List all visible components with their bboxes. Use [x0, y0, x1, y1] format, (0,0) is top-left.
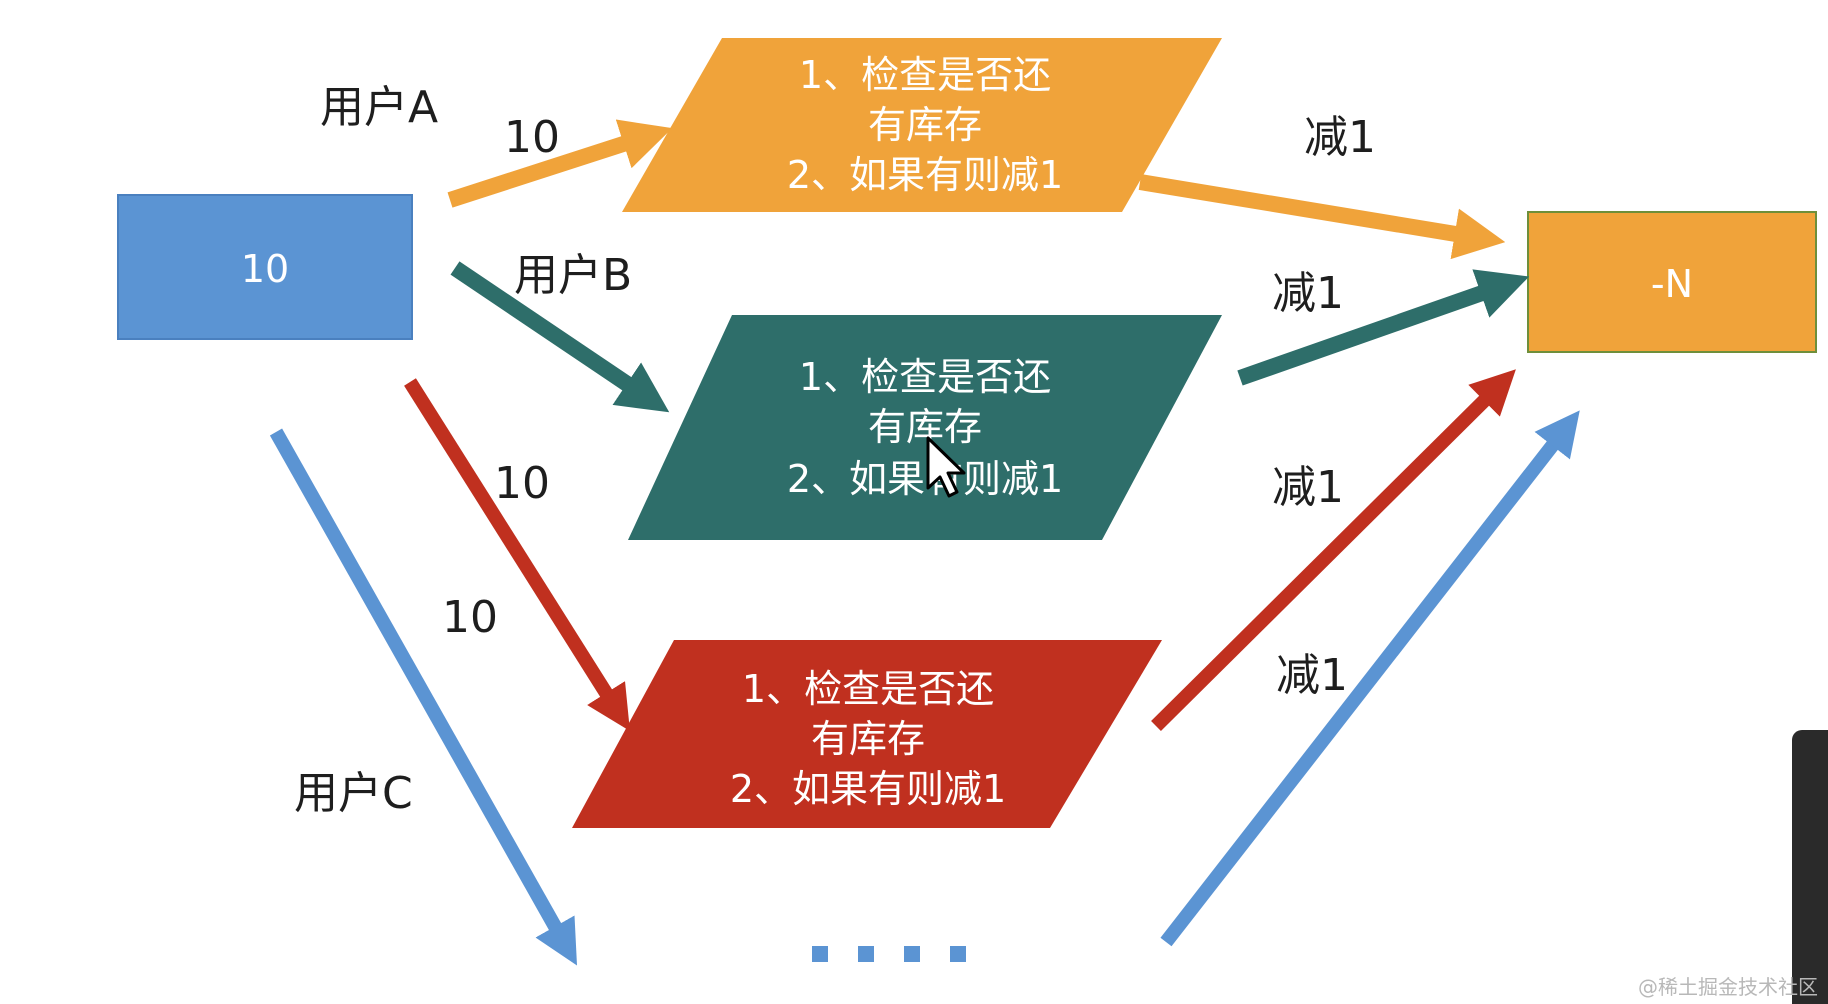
- decrement-label-c: 减1: [1272, 462, 1344, 513]
- user-c-label: 用户C: [294, 768, 413, 819]
- process-b-line2: 有库存: [868, 405, 982, 449]
- result-box: [1527, 211, 1817, 353]
- process-b-line3: 2、如果有则减1: [787, 457, 1063, 501]
- process-a-out-arrow: [1138, 174, 1506, 260]
- watermark: @稀土掘金技术社区: [1638, 975, 1818, 999]
- process-c-line3: 2、如果有则减1: [730, 767, 1006, 811]
- result-box-value: -N: [1651, 262, 1693, 306]
- process-c-out-arrow: [1151, 369, 1516, 731]
- decrement-label-a: 减1: [1304, 112, 1376, 163]
- extra-out-arrow: [1160, 410, 1580, 947]
- process-b-out-arrow: [1237, 269, 1530, 386]
- extra-user-arrow: [269, 428, 578, 966]
- process-shape-c: [572, 640, 1162, 828]
- process-shape-a: [622, 38, 1222, 212]
- user-b-arrow: [450, 261, 670, 413]
- stock-box: [117, 194, 413, 340]
- process-b-line1: 1、检查是否还: [799, 355, 1051, 399]
- process-c-line2: 有库存: [811, 717, 925, 761]
- process-a-line1: 1、检查是否还: [799, 53, 1051, 97]
- user-b-count: 10: [494, 458, 550, 509]
- user-a-label: 用户A: [320, 82, 438, 133]
- decrement-label-b: 减1: [1272, 268, 1344, 319]
- process-a-line2: 有库存: [868, 103, 982, 147]
- user-a-arrow: [447, 119, 673, 208]
- user-c-count: 10: [442, 592, 498, 643]
- process-c-line1: 1、检查是否还: [742, 667, 994, 711]
- ellipsis-dots: [812, 946, 966, 962]
- decrement-label-d: 减1: [1276, 650, 1348, 701]
- side-panel-strip: [1792, 730, 1828, 1004]
- user-a-count: 10: [504, 112, 560, 163]
- user-b-label: 用户B: [514, 250, 632, 301]
- process-shape-b: [628, 315, 1222, 540]
- process-a-line3: 2、如果有则减1: [787, 153, 1063, 197]
- mouse-cursor-icon: [926, 436, 966, 498]
- stock-box-value: 10: [241, 247, 289, 291]
- user-c-arrow: [404, 378, 630, 731]
